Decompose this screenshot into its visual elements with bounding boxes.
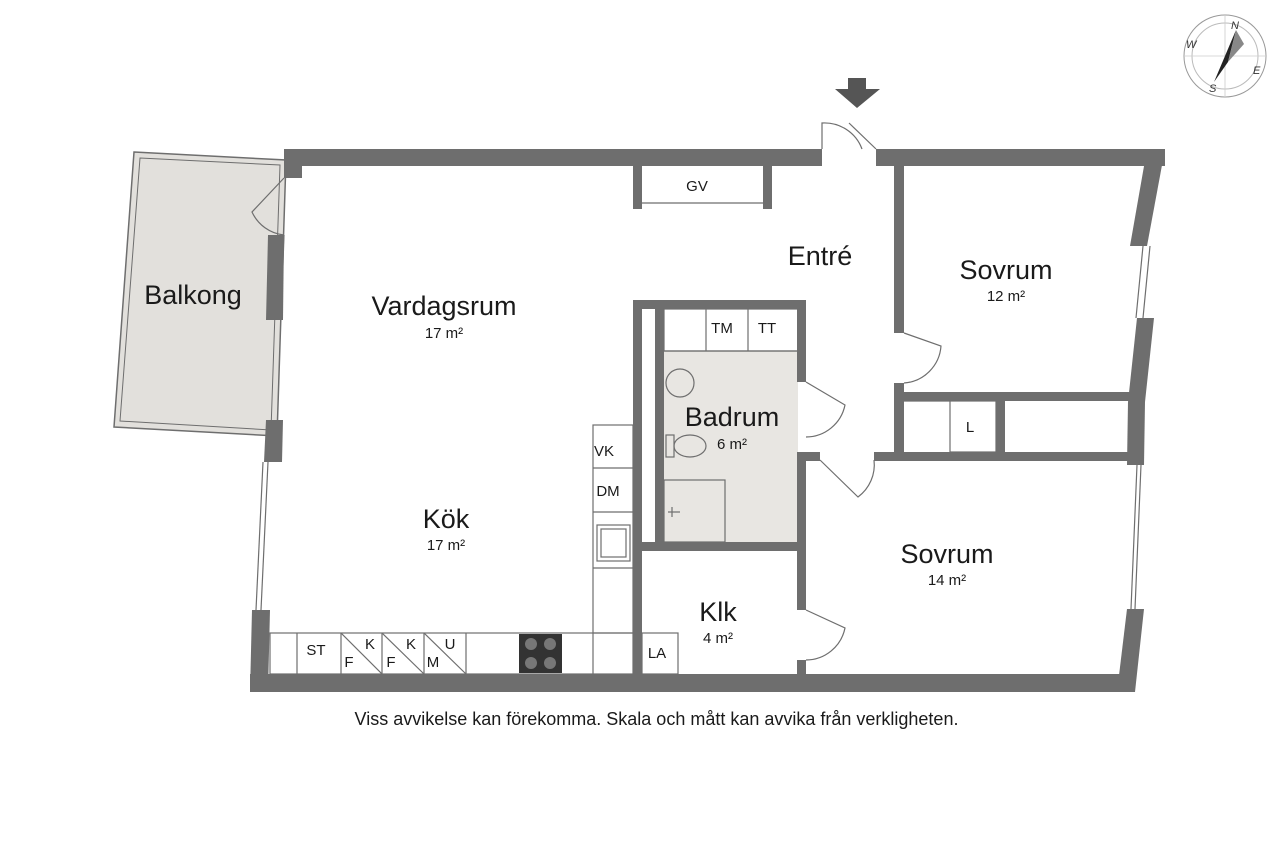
fixture-tt-label: TT [758, 320, 776, 337]
fixture-st-label: ST [306, 642, 325, 659]
fixture-f1-label: F [344, 654, 353, 671]
room-kok-area: 17 m² [427, 537, 465, 554]
room-sovrum1-name: Sovrum [959, 255, 1052, 285]
kitchen-counters [269, 424, 634, 675]
compass-w-label: W [1186, 39, 1198, 51]
fixture-vk-label: VK [594, 443, 614, 460]
fixture-u-label: U [445, 636, 456, 653]
interior-walls [633, 166, 1130, 674]
room-klk-area: 4 m² [703, 630, 733, 647]
fixture-m-label: M [427, 654, 440, 671]
room-sovrum2-name: Sovrum [900, 539, 993, 569]
fixture-la-label: LA [648, 645, 666, 662]
disclaimer-text: Viss avvikelse kan förekomma. Skala och … [354, 709, 959, 729]
room-vardagsrum-name: Vardagsrum [371, 291, 516, 321]
fixture-tm-label: TM [711, 320, 733, 337]
room-balkong-name: Balkong [144, 280, 242, 310]
bathroom-floor [664, 351, 798, 542]
room-klk-name: Klk [699, 597, 737, 627]
room-entre-name: Entré [788, 241, 853, 271]
fixture-gv-label: GV [686, 178, 708, 195]
compass-n-label: N [1231, 20, 1239, 32]
fixture-k2-label: K [406, 636, 416, 653]
compass-s-label: S [1209, 83, 1217, 95]
room-badrum-area: 6 m² [717, 436, 747, 453]
room-badrum-name: Badrum [685, 402, 780, 432]
compass-e-label: E [1253, 65, 1261, 77]
compass-icon: N E S W [1183, 14, 1267, 98]
room-sovrum1-area: 12 m² [987, 288, 1025, 305]
entrance-arrow-icon [835, 78, 880, 108]
closets [641, 400, 997, 675]
stove [519, 634, 562, 673]
fixture-k1-label: K [365, 636, 375, 653]
outer-walls [250, 149, 1165, 692]
room-vardagsrum-area: 17 m² [425, 325, 463, 342]
fixture-f2-label: F [386, 654, 395, 671]
doors [251, 122, 942, 661]
fixture-dm-label: DM [596, 483, 619, 500]
windows [255, 234, 1151, 611]
fixture-l-label: L [966, 419, 974, 436]
bathroom-fixtures [663, 308, 799, 543]
room-sovrum2-area: 14 m² [928, 572, 966, 589]
room-kok-name: Kök [423, 504, 470, 534]
